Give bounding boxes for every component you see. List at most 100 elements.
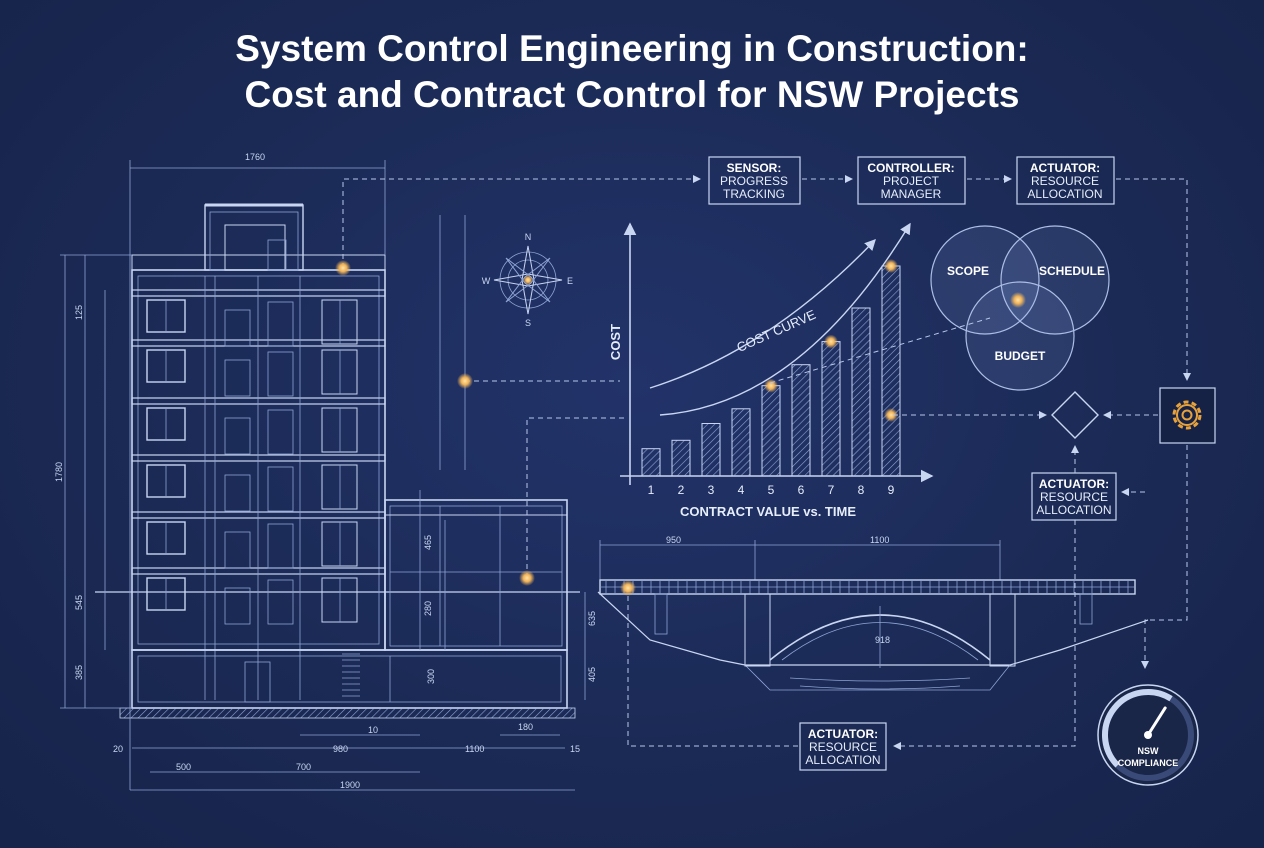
chart-x-tick: 4: [738, 483, 745, 497]
actuator-top-line1: RESOURCE: [1031, 174, 1099, 188]
compass-w: W: [482, 276, 491, 286]
actuator-right-line2: ALLOCATION: [1036, 503, 1111, 517]
building-elevation: [95, 203, 580, 719]
actuator-right-box: [1031, 472, 1117, 521]
venn-budget: [965, 281, 1075, 391]
venn-scope: [930, 225, 1040, 335]
window: [224, 417, 251, 455]
floor-slab: [131, 339, 386, 347]
chart-bar: [761, 385, 781, 477]
floor-slab: [131, 454, 386, 462]
dim-label: 1760: [245, 152, 265, 162]
window: [224, 531, 251, 569]
dim-label: 700: [296, 762, 311, 772]
chart-x-tick: 5: [768, 483, 775, 497]
chart-highlight-point: [824, 334, 838, 349]
sensor-point: [519, 570, 535, 586]
chart-bar: [821, 341, 841, 477]
bridge-elevation: [597, 579, 1149, 691]
compass-s: S: [525, 318, 531, 328]
chart-x-tick: 3: [708, 483, 715, 497]
sensor-point: [620, 580, 636, 596]
compliance-gauge: NSW COMPLIANCE: [1097, 684, 1199, 786]
sensor-point: [1010, 292, 1026, 308]
sensor-point: [457, 373, 473, 389]
controller-line2: MANAGER: [881, 187, 942, 201]
dim-label: 500: [176, 762, 191, 772]
dim-label: 545: [74, 595, 84, 610]
chart-bar: [641, 448, 661, 477]
venn-schedule-label: SCHEDULE: [1039, 264, 1105, 278]
dim-label: 1780: [54, 462, 64, 482]
chart-x-tick: 7: [828, 483, 835, 497]
cost-curve-label: COST CURVE: [734, 307, 818, 355]
controller-box: [857, 156, 966, 205]
actuator-bottom-head: ACTUATOR:: [808, 727, 878, 741]
door: [267, 466, 294, 512]
sensor-line2: TRACKING: [723, 187, 785, 201]
sensor-head: SENSOR:: [727, 161, 782, 175]
door: [267, 523, 294, 569]
dim-label: 1900: [340, 780, 360, 790]
gear-box: [1159, 387, 1216, 444]
actuator-top-head: ACTUATOR:: [1030, 161, 1100, 175]
compass-rose: N S E W: [482, 232, 573, 328]
window: [224, 309, 251, 347]
door: [267, 409, 294, 455]
dim-label: 1100: [465, 744, 484, 754]
chart-bar: [851, 307, 871, 477]
title-line-1: System Control Engineering in Constructi…: [235, 28, 1029, 69]
window: [224, 359, 251, 397]
dim-label: 125: [74, 305, 84, 320]
actuator-right-line1: RESOURCE: [1040, 490, 1108, 504]
controller-line1: PROJECT: [883, 174, 940, 188]
venn-schedule: [1000, 225, 1110, 335]
door: [267, 351, 294, 397]
chart-highlight-point: [764, 378, 778, 393]
dim-label: 15: [570, 744, 580, 754]
floor-slab: [131, 289, 386, 297]
dim-label: 280: [423, 601, 433, 616]
page-title: System Control Engineering in Constructi…: [0, 26, 1264, 118]
dim-label: 180: [518, 722, 533, 732]
sensor-points: [335, 260, 1026, 596]
chart-x-label: CONTRACT VALUE vs. TIME: [680, 504, 856, 519]
floor-slab: [131, 397, 386, 405]
dimension-lines: [60, 160, 1001, 791]
decision-diamond: [1051, 391, 1099, 439]
dim-label: 405: [587, 667, 597, 682]
sensor-line1: PROGRESS: [720, 174, 788, 188]
chart-x-tick: 8: [858, 483, 865, 497]
dim-label: 300: [426, 669, 436, 684]
sensor-point: [335, 260, 351, 276]
window: [224, 474, 251, 512]
chart-bar: [701, 423, 721, 477]
chart-highlight-point: [884, 408, 898, 422]
actuator-right-head: ACTUATOR:: [1039, 477, 1109, 491]
chart-bar: [671, 439, 691, 477]
gauge-label-1: NSW: [1138, 746, 1160, 756]
actuator-bottom-line1: RESOURCE: [809, 740, 877, 754]
dim-label: 465: [423, 535, 433, 550]
chart-bar: [791, 364, 811, 477]
chart-y-label: COST: [608, 324, 623, 360]
window: [224, 587, 251, 625]
dim-label: 950: [666, 535, 681, 545]
floor-slab: [131, 511, 386, 519]
dimension-labels: 1760 1900 1100 980 700 500 20 15 10 180 …: [54, 152, 890, 790]
gauge-label-2: COMPLIANCE: [1118, 758, 1179, 768]
chart-x-tick: 1: [648, 483, 655, 497]
dim-label: 10: [368, 725, 378, 735]
window: [321, 299, 358, 345]
window: [321, 521, 358, 567]
window: [321, 407, 358, 453]
title-line-2: Cost and Contract Control for NSW Projec…: [244, 74, 1020, 115]
actuator-bottom-box: [799, 722, 887, 771]
venn-scope-label: SCOPE: [947, 264, 989, 278]
dim-label: 980: [333, 744, 348, 754]
floor-slab: [131, 567, 386, 575]
gear-icon: [1172, 400, 1202, 430]
cost-curve: [649, 238, 876, 389]
sensor-box: [708, 156, 801, 205]
